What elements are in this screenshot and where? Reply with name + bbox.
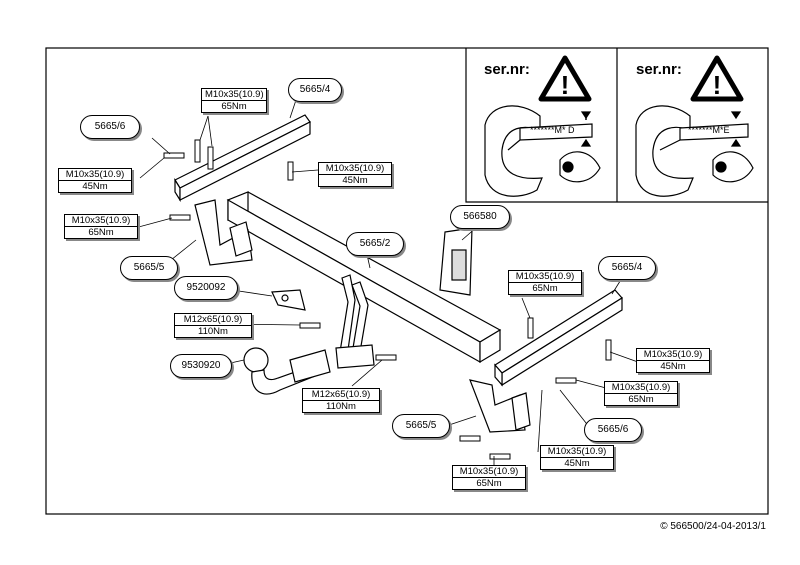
part-label-9520092: 9520092 (174, 276, 238, 300)
part-label-5665-2: 5665/2 (346, 232, 404, 256)
left-mount-plate (194, 199, 253, 266)
part-label-5665-6-right: 5665/6 (584, 418, 642, 442)
center-hanging-bracket (335, 274, 375, 369)
part-label-566580: 566580 (450, 205, 510, 229)
part-label-5665-6-left: 5665/6 (80, 115, 140, 139)
serial-number-panels: ! ! (465, 48, 768, 203)
info-plate (439, 227, 473, 296)
eye-icon (712, 151, 754, 183)
right-side-bracket (494, 289, 623, 387)
bolt-spec-left-plate: M10x35(10.9) 65Nm (64, 214, 138, 239)
bolt-spec-ball-bottom: M12x65(10.9) 110Nm (302, 388, 380, 413)
serial-code-left: *******M* D (530, 125, 575, 135)
ball-neck (243, 347, 331, 395)
bolts (163, 139, 612, 460)
left-side-bracket (174, 114, 311, 203)
vehicle-outline-icon (635, 105, 694, 197)
part-label-9530920: 9530920 (170, 354, 232, 378)
warning-triangle-icon (690, 55, 744, 102)
bolt-spec-right-top: M10x35(10.9) 65Nm (508, 270, 582, 295)
right-mount-plate (469, 379, 531, 433)
bolt-spec-ball-left: M12x65(10.9) 110Nm (174, 313, 252, 338)
svg-text:!: ! (561, 70, 570, 100)
serial-code-right: *******M*E (688, 125, 730, 135)
serial-label-left: ser.nr: (484, 61, 530, 78)
bolt-spec-left-side: M10x35(10.9) 45Nm (58, 168, 132, 193)
serial-label-right: ser.nr: (636, 61, 682, 78)
part-label-5665-5-right: 5665/5 (392, 414, 450, 438)
crossbar-tube (226, 191, 502, 364)
bolt-spec-left-center: M10x35(10.9) 45Nm (318, 162, 392, 187)
svg-text:!: ! (713, 70, 722, 100)
bolt-spec-top-left: M10x35(10.9) 65Nm (201, 88, 267, 113)
ball-clamp (271, 289, 306, 311)
part-label-5665-4-left: 5665/4 (288, 78, 342, 102)
bolt-spec-right-side-upper: M10x35(10.9) 45Nm (636, 348, 710, 373)
eye-icon (559, 151, 601, 183)
warning-triangle-icon (538, 55, 592, 102)
copyright-footer: © 566500/24-04-2013/1 (660, 521, 766, 532)
bolt-spec-right-side-mid: M10x35(10.9) 65Nm (604, 381, 678, 406)
bolt-spec-right-bottom-center: M10x35(10.9) 45Nm (540, 445, 614, 470)
part-label-5665-5-left: 5665/5 (120, 256, 178, 280)
drawing-border (45, 47, 769, 515)
part-label-5665-4-right: 5665/4 (598, 256, 656, 280)
vehicle-outline-icon (484, 105, 543, 197)
bolt-spec-right-bottom-left: M10x35(10.9) 65Nm (452, 465, 526, 490)
